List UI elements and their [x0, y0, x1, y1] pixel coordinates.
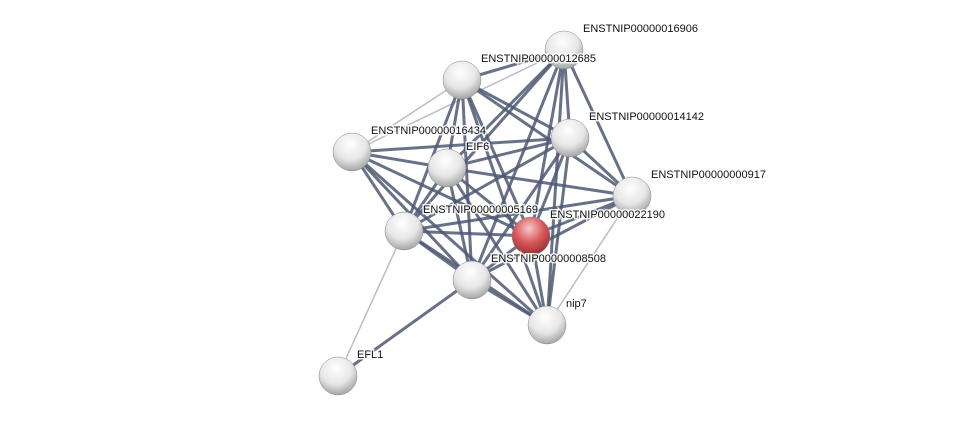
node-EIF6[interactable] — [427, 148, 467, 188]
node-EFL1[interactable] — [318, 356, 358, 396]
node-ENSTNIP00000000917[interactable] — [612, 176, 652, 216]
labels-layer: ENSTNIP00000016906ENSTNIP00000012685ENST… — [356, 22, 768, 363]
edge-ENSTNIP00000012685-ENSTNIP00000008508[interactable] — [460, 79, 474, 281]
node-ENSTNIP00000008508[interactable] — [452, 260, 492, 300]
node-label: ENSTNIP00000000917 — [651, 169, 766, 181]
node-ENSTNIP00000012685[interactable] — [442, 60, 482, 100]
edge-ENSTNIP00000000917-ENSTNIP00000008508[interactable] — [471, 194, 633, 282]
edge-ENSTNIP00000012685-ENSTNIP00000016434[interactable] — [351, 79, 463, 153]
nodes-layer — [318, 30, 652, 396]
node-ENSTNIP00000014142[interactable] — [550, 118, 590, 158]
edge-ENSTNIP00000014142-ENSTNIP00000008508[interactable] — [470, 137, 572, 281]
edge-ENSTNIP00000005169-ENSTNIP00000022190[interactable] — [403, 229, 532, 238]
edge-ENSTNIP00000000917-nip7[interactable] — [546, 195, 633, 326]
edge-ENSTNIP00000016434-nip7[interactable] — [351, 150, 548, 327]
edge-ENSTNIP00000016906-nip7[interactable] — [545, 49, 566, 326]
node-nip7[interactable] — [527, 305, 567, 345]
node-ENSTNIP00000022190[interactable] — [511, 216, 551, 256]
edge-ENSTNIP00000012685-ENSTNIP00000014142[interactable] — [461, 78, 571, 140]
edge-EIF6-nip7[interactable] — [445, 167, 549, 326]
node-label: ENSTNIP00000014142 — [589, 111, 704, 123]
node-label: ENSTNIP00000008508 — [491, 253, 606, 265]
node-label: ENSTNIP00000022190 — [550, 209, 665, 221]
edge-ENSTNIP00000012685-nip7[interactable] — [460, 79, 549, 326]
node-label: EIF6 — [466, 141, 489, 153]
edge-ENSTNIP00000014142-EIF6[interactable] — [446, 136, 571, 170]
node-label: EFL1 — [357, 349, 383, 361]
node-label: ENSTNIP00000005169 — [423, 204, 538, 216]
node-label: ENSTNIP00000016906 — [583, 23, 698, 35]
edge-ENSTNIP00000014142-ENSTNIP00000016434[interactable] — [351, 136, 571, 154]
edge-ENSTNIP00000016434-ENSTNIP00000022190[interactable] — [351, 150, 532, 238]
node-label: nip7 — [566, 298, 587, 310]
edge-ENSTNIP00000014142-ENSTNIP00000005169[interactable] — [403, 136, 571, 233]
edge-ENSTNIP00000000917-ENSTNIP00000005169[interactable] — [403, 194, 633, 233]
edge-ENSTNIP00000008508-EFL1[interactable] — [337, 278, 473, 378]
node-ENSTNIP00000016434[interactable] — [332, 132, 372, 172]
edge-EIF6-ENSTNIP00000000917[interactable] — [446, 166, 633, 198]
node-ENSTNIP00000016906[interactable] — [544, 30, 584, 70]
node-label: ENSTNIP00000012685 — [481, 53, 596, 65]
node-ENSTNIP00000005169[interactable] — [384, 211, 424, 251]
edge-ENSTNIP00000005169-EFL1[interactable] — [337, 230, 405, 377]
edge-ENSTNIP00000014142-nip7[interactable] — [545, 137, 572, 326]
edge-ENSTNIP00000016906-ENSTNIP00000000917[interactable] — [562, 49, 634, 197]
edge-ENSTNIP00000016906-ENSTNIP00000008508[interactable] — [470, 49, 566, 281]
node-label: ENSTNIP00000016434 — [371, 125, 486, 137]
